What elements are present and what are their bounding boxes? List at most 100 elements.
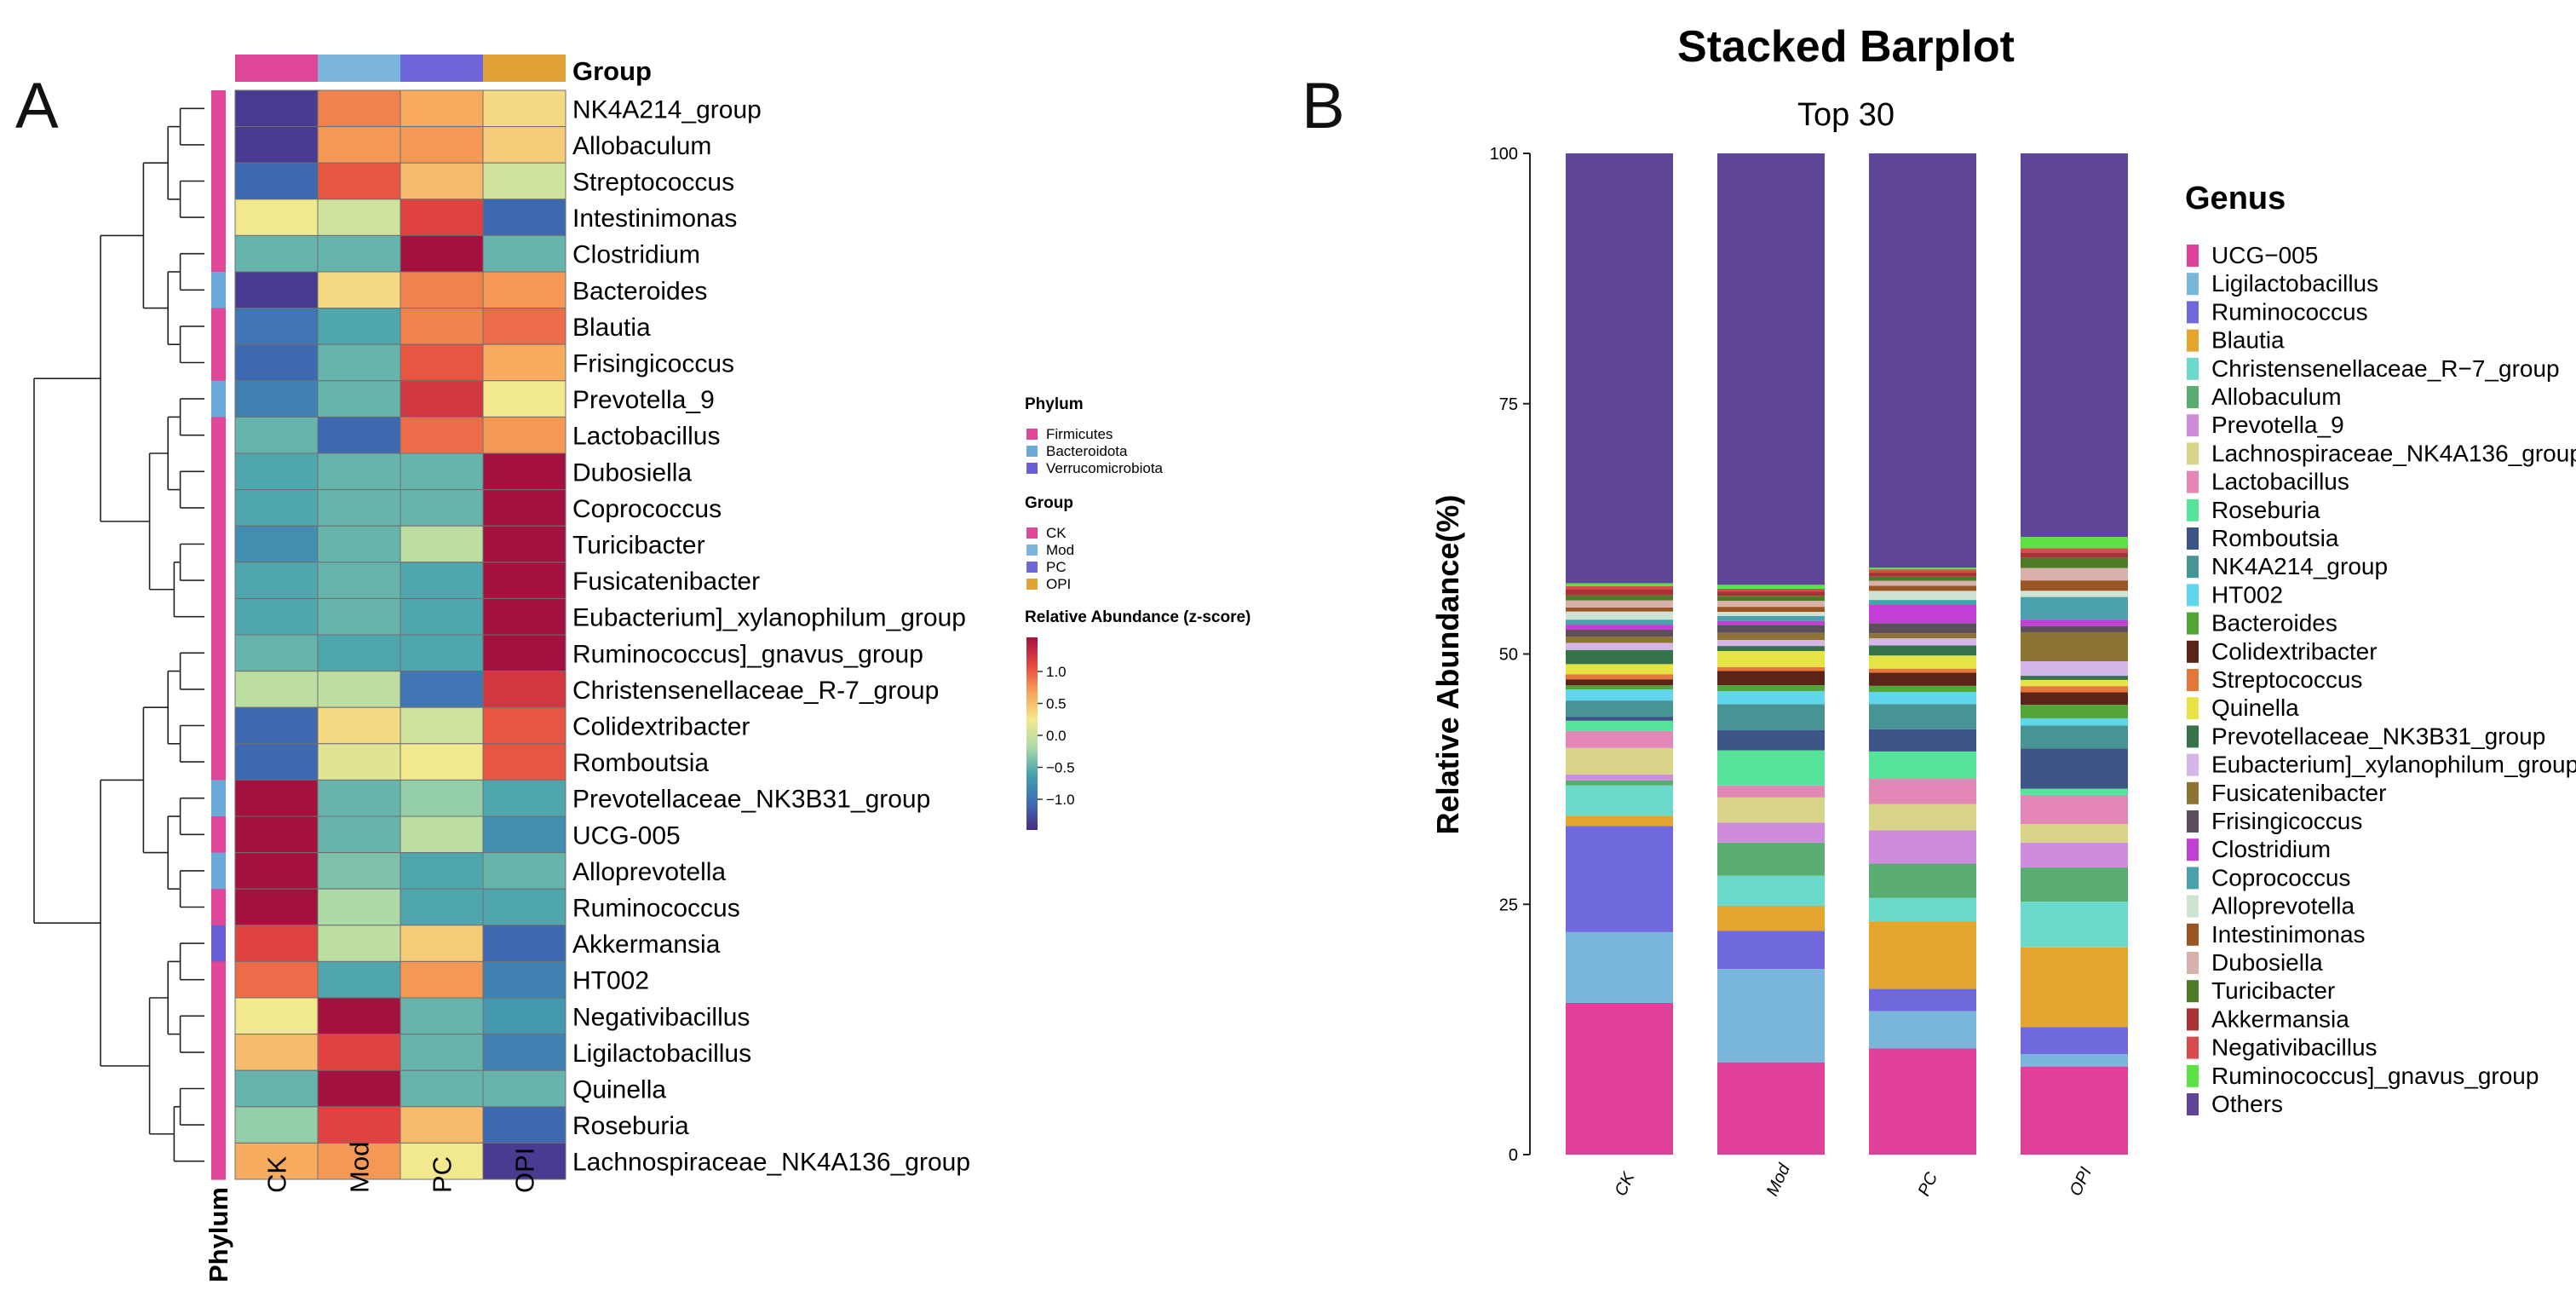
bar-segment	[1566, 642, 1673, 650]
heatmap-cell	[482, 343, 566, 382]
heatmap-cell	[317, 199, 401, 236]
heatmap-cell	[234, 89, 319, 128]
bar-segment	[1566, 607, 1673, 612]
heatmap-cell	[400, 234, 484, 273]
bar-segment	[2021, 568, 2128, 581]
group-bar-cell	[235, 55, 318, 82]
bar-segment	[1717, 612, 1825, 616]
genus-legend-swatch	[2187, 753, 2199, 776]
heatmap-cell	[317, 925, 401, 962]
bar-segment	[1566, 595, 1673, 601]
bar-segment	[1566, 931, 1673, 1003]
bar-segment	[2021, 676, 2128, 680]
bar-segment	[1566, 717, 1673, 721]
heatmap-cell	[482, 852, 566, 890]
phylum-strip-cell	[211, 852, 226, 890]
heatmap-cell	[317, 960, 401, 999]
bar-segment	[1566, 630, 1673, 637]
genus-legend-swatch	[2187, 357, 2199, 380]
bar-segment	[1717, 596, 1825, 602]
heatmap-cell	[482, 89, 566, 128]
group-header-label: Group	[572, 56, 652, 86]
bar-segment	[1717, 646, 1825, 651]
heatmap-row-label: Christensenellaceae_R-7_group	[572, 677, 939, 705]
heatmap-column-label: CK	[262, 1156, 292, 1193]
heatmap-cell	[400, 960, 484, 999]
bar-segment	[1566, 619, 1673, 625]
bar-segment	[1869, 1011, 1976, 1049]
phylum-strip-cell	[211, 780, 226, 817]
heatmap-cell	[482, 271, 566, 309]
heatmap-row-label: NK4A214_group	[572, 95, 762, 124]
bar-segment	[1717, 666, 1825, 671]
bar-segment	[1717, 906, 1825, 931]
bar-segment	[1717, 601, 1825, 608]
bar-segment	[2021, 625, 2128, 632]
phylum-strip-cell	[211, 163, 226, 200]
phylum-strip-cell	[211, 489, 226, 527]
phylum-strip-cell	[211, 562, 226, 599]
heatmap-cell	[400, 743, 484, 781]
heatmap-cell	[482, 888, 566, 926]
heatmap-cell	[400, 452, 484, 491]
heatmap-row-label: Blautia	[572, 314, 651, 342]
genus-legend-swatch	[2187, 781, 2199, 804]
bar-segment	[2021, 552, 2128, 558]
bar-segment	[2021, 705, 2128, 718]
genus-legend-swatch	[2187, 952, 2199, 974]
legend-scale-tick-label: −0.5	[1046, 760, 1075, 776]
genus-legend: UCG−005LigilactobacillusRuminococcusBlau…	[2187, 242, 2576, 1117]
bar-segment	[1869, 863, 1976, 898]
heatmap-cell	[482, 562, 566, 599]
heatmap-cell	[234, 706, 319, 745]
genus-legend-label: Turicibacter	[2211, 977, 2335, 1004]
chart-title: Stacked Barplot	[1677, 22, 2015, 72]
phylum-axis-label: Phylum	[204, 1187, 233, 1282]
bar-segment	[1717, 585, 1825, 589]
genus-legend-swatch	[2187, 301, 2199, 324]
heatmap-cell	[317, 271, 401, 309]
genus-legend-label: Dubosiella	[2211, 949, 2323, 976]
heatmap-cell	[317, 562, 401, 599]
genus-legend-swatch	[2187, 867, 2199, 890]
y-axis-tick-label: 75	[1499, 395, 1518, 414]
bar-segment	[1869, 685, 1976, 692]
bar-segment	[2021, 596, 2128, 620]
bar-segment	[2021, 619, 2128, 626]
bar-segment	[2021, 153, 2128, 538]
bar-segment	[1717, 729, 1825, 751]
legend-phylum-swatch	[1026, 446, 1038, 457]
legend-phylum-title: Phylum	[1025, 395, 1084, 413]
heatmap-cell	[234, 452, 319, 491]
genus-legend-label: Intestinimonas	[2211, 921, 2366, 948]
phylum-strip-cell	[211, 199, 226, 236]
phylum-strip-cell	[211, 998, 226, 1035]
genus-legend-swatch	[2187, 1008, 2199, 1031]
heatmap-cell	[234, 380, 319, 418]
genus-legend-label: Bacteroides	[2211, 610, 2337, 637]
heatmap-cell	[482, 997, 566, 1035]
bar-segment	[2021, 557, 2128, 568]
heatmap-cells	[234, 89, 566, 1180]
heatmap-cell	[482, 308, 566, 345]
phylum-strip-cell	[211, 1034, 226, 1071]
group-annotation-bar	[235, 55, 566, 82]
heatmap-cell	[317, 1069, 401, 1108]
genus-legend-swatch	[2187, 414, 2199, 437]
heatmap-panel: Group NK4A214_groupAllobaculumStreptococ…	[33, 55, 1251, 1282]
bar-segment	[2021, 823, 2128, 843]
bar-segment	[2021, 947, 2128, 1028]
heatmap-cell	[482, 815, 566, 854]
bar-segment	[1717, 822, 1825, 843]
genus-legend-swatch	[2187, 273, 2199, 296]
genus-legend-label: Ligilactobacillus	[2211, 270, 2378, 297]
x-axis-tick-label: OPI	[2067, 1164, 2096, 1199]
bar-segment	[1869, 573, 1976, 577]
bar-segment	[1869, 568, 1976, 570]
genus-legend-label: Ruminococcus	[2211, 298, 2368, 325]
bar-segment	[1869, 645, 1976, 656]
panel-label-a: A	[15, 70, 59, 142]
heatmap-cell	[400, 489, 484, 527]
legend-scale-tick-label: 0.5	[1046, 696, 1067, 712]
